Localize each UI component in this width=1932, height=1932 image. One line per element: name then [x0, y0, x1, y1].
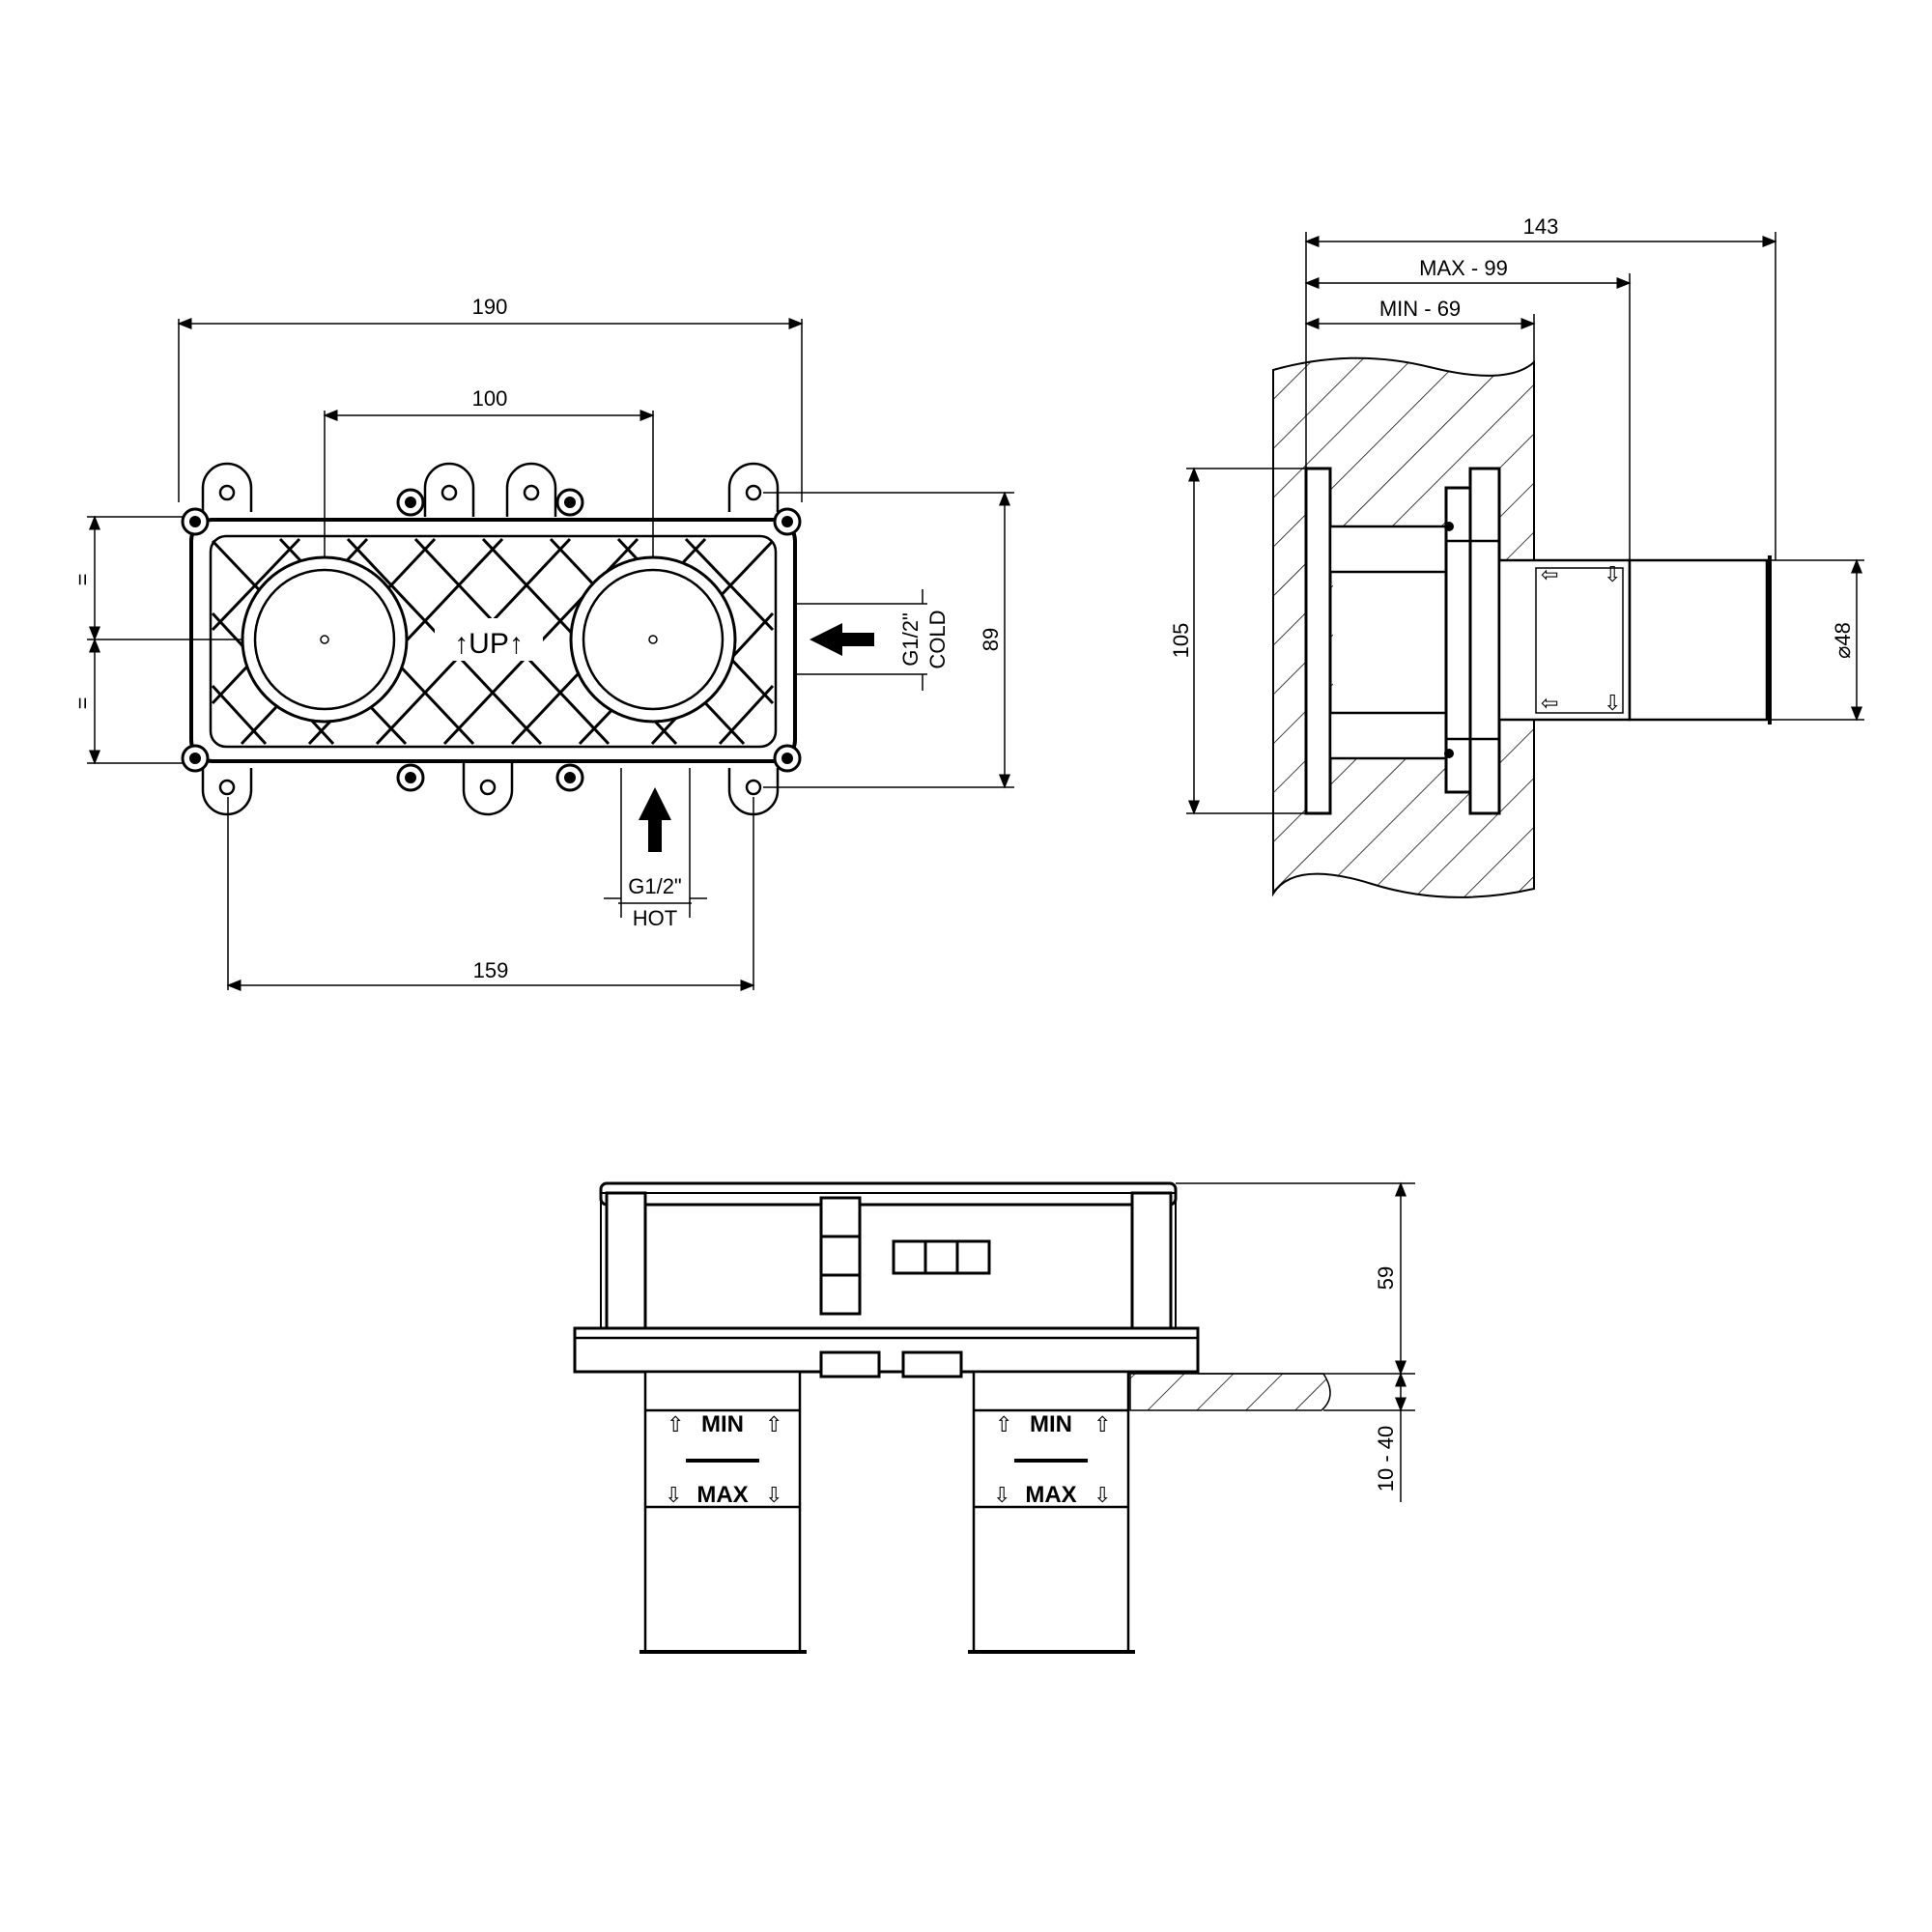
- mounting-plate: [189, 518, 797, 763]
- left-sleeve-max-label: MAX: [696, 1482, 748, 1508]
- svg-text:⇩: ⇩: [1604, 691, 1621, 715]
- left-sleeve-min-label: MIN: [701, 1411, 744, 1437]
- svg-text:⇩: ⇩: [993, 1483, 1010, 1507]
- cold-label: COLD: [925, 610, 950, 668]
- right-sleeve-min-label: MIN: [1030, 1411, 1072, 1437]
- equal-mark-bottom: =: [71, 697, 95, 710]
- front-view: 190 100 = = 89: [71, 295, 1014, 991]
- dim-adjust-range: 10 - 40: [1374, 1426, 1398, 1492]
- dim-max-depth: MAX - 99: [1419, 256, 1508, 280]
- svg-text:⇧: ⇧: [667, 1412, 684, 1436]
- dim-inlet-spacing: 100: [472, 386, 508, 411]
- up-orientation-mark: ↑UP↑: [454, 628, 524, 660]
- dim-total-depth: 143: [1523, 214, 1559, 239]
- dim-body-height: 59: [1374, 1266, 1398, 1290]
- right-sleeve: [972, 1370, 1130, 1654]
- dim-mount-spacing: 159: [473, 958, 509, 982]
- svg-text:⇩: ⇩: [665, 1483, 682, 1507]
- svg-text:⇦: ⇦: [1541, 691, 1558, 715]
- equal-mark-top: =: [71, 574, 95, 586]
- dim-diameter: ⌀48: [1831, 622, 1855, 659]
- right-sleeve-max-label: MAX: [1025, 1482, 1076, 1508]
- svg-text:⇩: ⇩: [1094, 1483, 1111, 1507]
- hot-label: HOT: [633, 906, 677, 930]
- svg-text:⇦: ⇦: [1541, 562, 1558, 586]
- wall-surface: [1129, 1373, 1331, 1411]
- cold-thread-label: G1/2": [898, 612, 923, 667]
- dim-flange-height: 105: [1169, 623, 1193, 659]
- flange: [1304, 467, 1332, 815]
- svg-text:⇧: ⇧: [765, 1412, 782, 1436]
- dim-min-depth: MIN - 69: [1379, 297, 1461, 321]
- cover-tube: [1628, 558, 1769, 722]
- dim-height: 89: [979, 628, 1003, 651]
- bottom-view: ⇧ MIN ⇧ ⇩ MAX ⇩ ⇧ MIN ⇧ ⇩ MAX ⇩ 59 10 - …: [573, 1181, 1415, 1654]
- left-sleeve: [643, 1370, 802, 1654]
- dim-overall-width: 190: [472, 295, 508, 319]
- svg-text:⇧: ⇧: [995, 1412, 1012, 1436]
- svg-text:⇩: ⇩: [765, 1483, 782, 1507]
- svg-text:⇧: ⇧: [1094, 1412, 1111, 1436]
- hot-inlet-arrow: [639, 787, 671, 852]
- svg-text:⇩: ⇩: [1604, 562, 1621, 586]
- base-plate: [573, 1326, 1200, 1374]
- side-view: 143 MAX - 99 MIN - 69 105 ⇦ ⇩ ⇦ ⇩: [1169, 214, 1864, 898]
- screws: [181, 488, 802, 792]
- cold-inlet-arrow: [810, 623, 874, 656]
- hot-thread-label: G1/2": [628, 874, 682, 898]
